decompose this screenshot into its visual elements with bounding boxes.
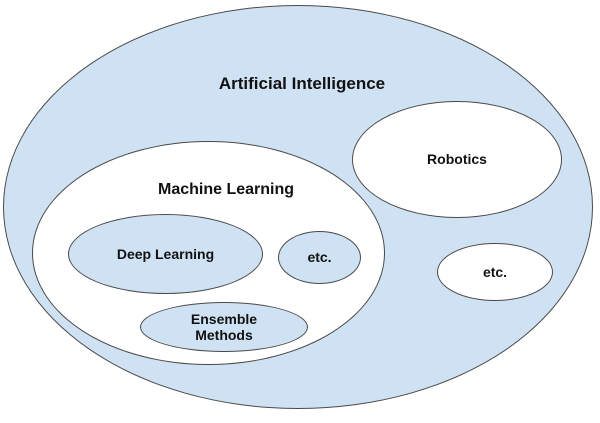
machine-learning-label: Machine Learning <box>157 180 295 198</box>
deep-learning-ellipse: Deep Learning <box>68 214 263 294</box>
etc-in-artificial-intelligence-label: etc. <box>482 263 508 280</box>
robotics-label: Robotics <box>427 151 487 168</box>
ensemble-methods-ellipse: Ensemble Methods <box>140 302 308 352</box>
artificial-intelligence-label: Artificial Intelligence <box>218 74 386 94</box>
etc-in-artificial-intelligence-ellipse: etc. <box>437 243 553 301</box>
deep-learning-label: Deep Learning <box>116 245 215 262</box>
etc-in-machine-learning-label: etc. <box>307 249 332 266</box>
etc-in-machine-learning-ellipse: etc. <box>278 231 361 284</box>
ensemble-methods-label: Ensemble Methods <box>190 310 258 343</box>
robotics-ellipse: Robotics <box>352 101 562 218</box>
